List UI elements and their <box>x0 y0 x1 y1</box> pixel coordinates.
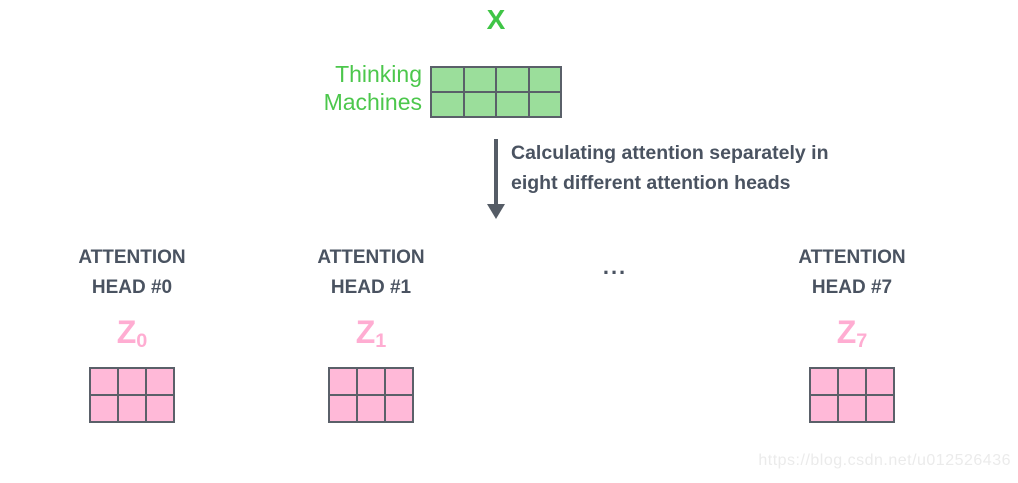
input-row-labels: Thinking Machines <box>250 60 422 116</box>
matrix-cell <box>119 396 145 421</box>
z0-matrix-grid <box>89 367 175 423</box>
matrix-cell <box>330 369 356 394</box>
attention-head-1-title-line1: ATTENTION <box>317 247 425 268</box>
z7-base: Z <box>836 314 857 350</box>
attention-head-7: ATTENTION HEAD #7 Z7 <box>782 243 922 433</box>
arrow-caption-line1: Calculating attention separately in <box>511 142 829 164</box>
matrix-cell <box>358 396 384 421</box>
matrix-cell <box>529 68 560 91</box>
matrix-cell <box>529 93 560 116</box>
matrix-cell <box>497 68 528 91</box>
matrix-cell <box>464 93 495 116</box>
matrix-cell <box>811 396 837 421</box>
z1-matrix-label: Z1 <box>301 313 441 356</box>
matrix-cell <box>839 369 865 394</box>
z0-matrix-label: Z0 <box>62 313 202 356</box>
z0-base: Z <box>116 314 137 350</box>
attention-head-0-title: ATTENTION HEAD #0 <box>62 243 202 303</box>
matrix-cell <box>91 396 117 421</box>
matrix-cell <box>147 369 173 394</box>
input-row-label-thinking: Thinking <box>335 61 422 87</box>
matrix-cell <box>358 369 384 394</box>
matrix-cell <box>119 369 145 394</box>
arrow-caption-line2: eight different attention heads <box>511 172 791 194</box>
heads-ellipsis: ... <box>602 254 628 279</box>
input-matrix-label: X <box>486 4 506 35</box>
matrix-cell <box>386 369 412 394</box>
attention-head-1: ATTENTION HEAD #1 Z1 <box>301 243 441 433</box>
matrix-cell <box>432 93 463 116</box>
matrix-cell <box>867 369 893 394</box>
z7-matrix-grid <box>809 367 895 423</box>
matrix-cell <box>497 93 528 116</box>
matrix-cell <box>839 396 865 421</box>
z7-matrix-label: Z7 <box>782 313 922 356</box>
matrix-cell <box>91 369 117 394</box>
matrix-cell <box>432 68 463 91</box>
z1-matrix-grid <box>328 367 414 423</box>
attention-head-1-title-line2: HEAD #1 <box>330 277 412 298</box>
z1-base: Z <box>355 314 376 350</box>
attention-head-7-title-line2: HEAD #7 <box>811 277 893 298</box>
attention-head-0: ATTENTION HEAD #0 Z0 <box>62 243 202 433</box>
down-arrow-line <box>494 139 498 205</box>
matrix-cell <box>867 396 893 421</box>
matrix-cell <box>464 68 495 91</box>
z1-subscript: 1 <box>375 329 387 352</box>
arrow-caption: Calculating attention separately in eigh… <box>511 138 828 198</box>
watermark-url: https://blog.csdn.net/u012526436 <box>758 452 1011 469</box>
attention-head-0-title-line2: HEAD #0 <box>91 277 173 298</box>
attention-head-0-title-line1: ATTENTION <box>78 247 186 268</box>
matrix-cell <box>330 396 356 421</box>
z0-subscript: 0 <box>136 329 148 352</box>
down-arrow-head-icon <box>487 204 505 219</box>
matrix-cell <box>811 369 837 394</box>
input-matrix-grid <box>430 66 562 118</box>
z7-subscript: 7 <box>856 329 868 352</box>
attention-head-7-title: ATTENTION HEAD #7 <box>782 243 922 303</box>
attention-head-1-title: ATTENTION HEAD #1 <box>301 243 441 303</box>
attention-head-7-title-line1: ATTENTION <box>798 247 906 268</box>
input-row-label-machines: Machines <box>323 89 422 115</box>
matrix-cell <box>386 396 412 421</box>
matrix-cell <box>147 396 173 421</box>
